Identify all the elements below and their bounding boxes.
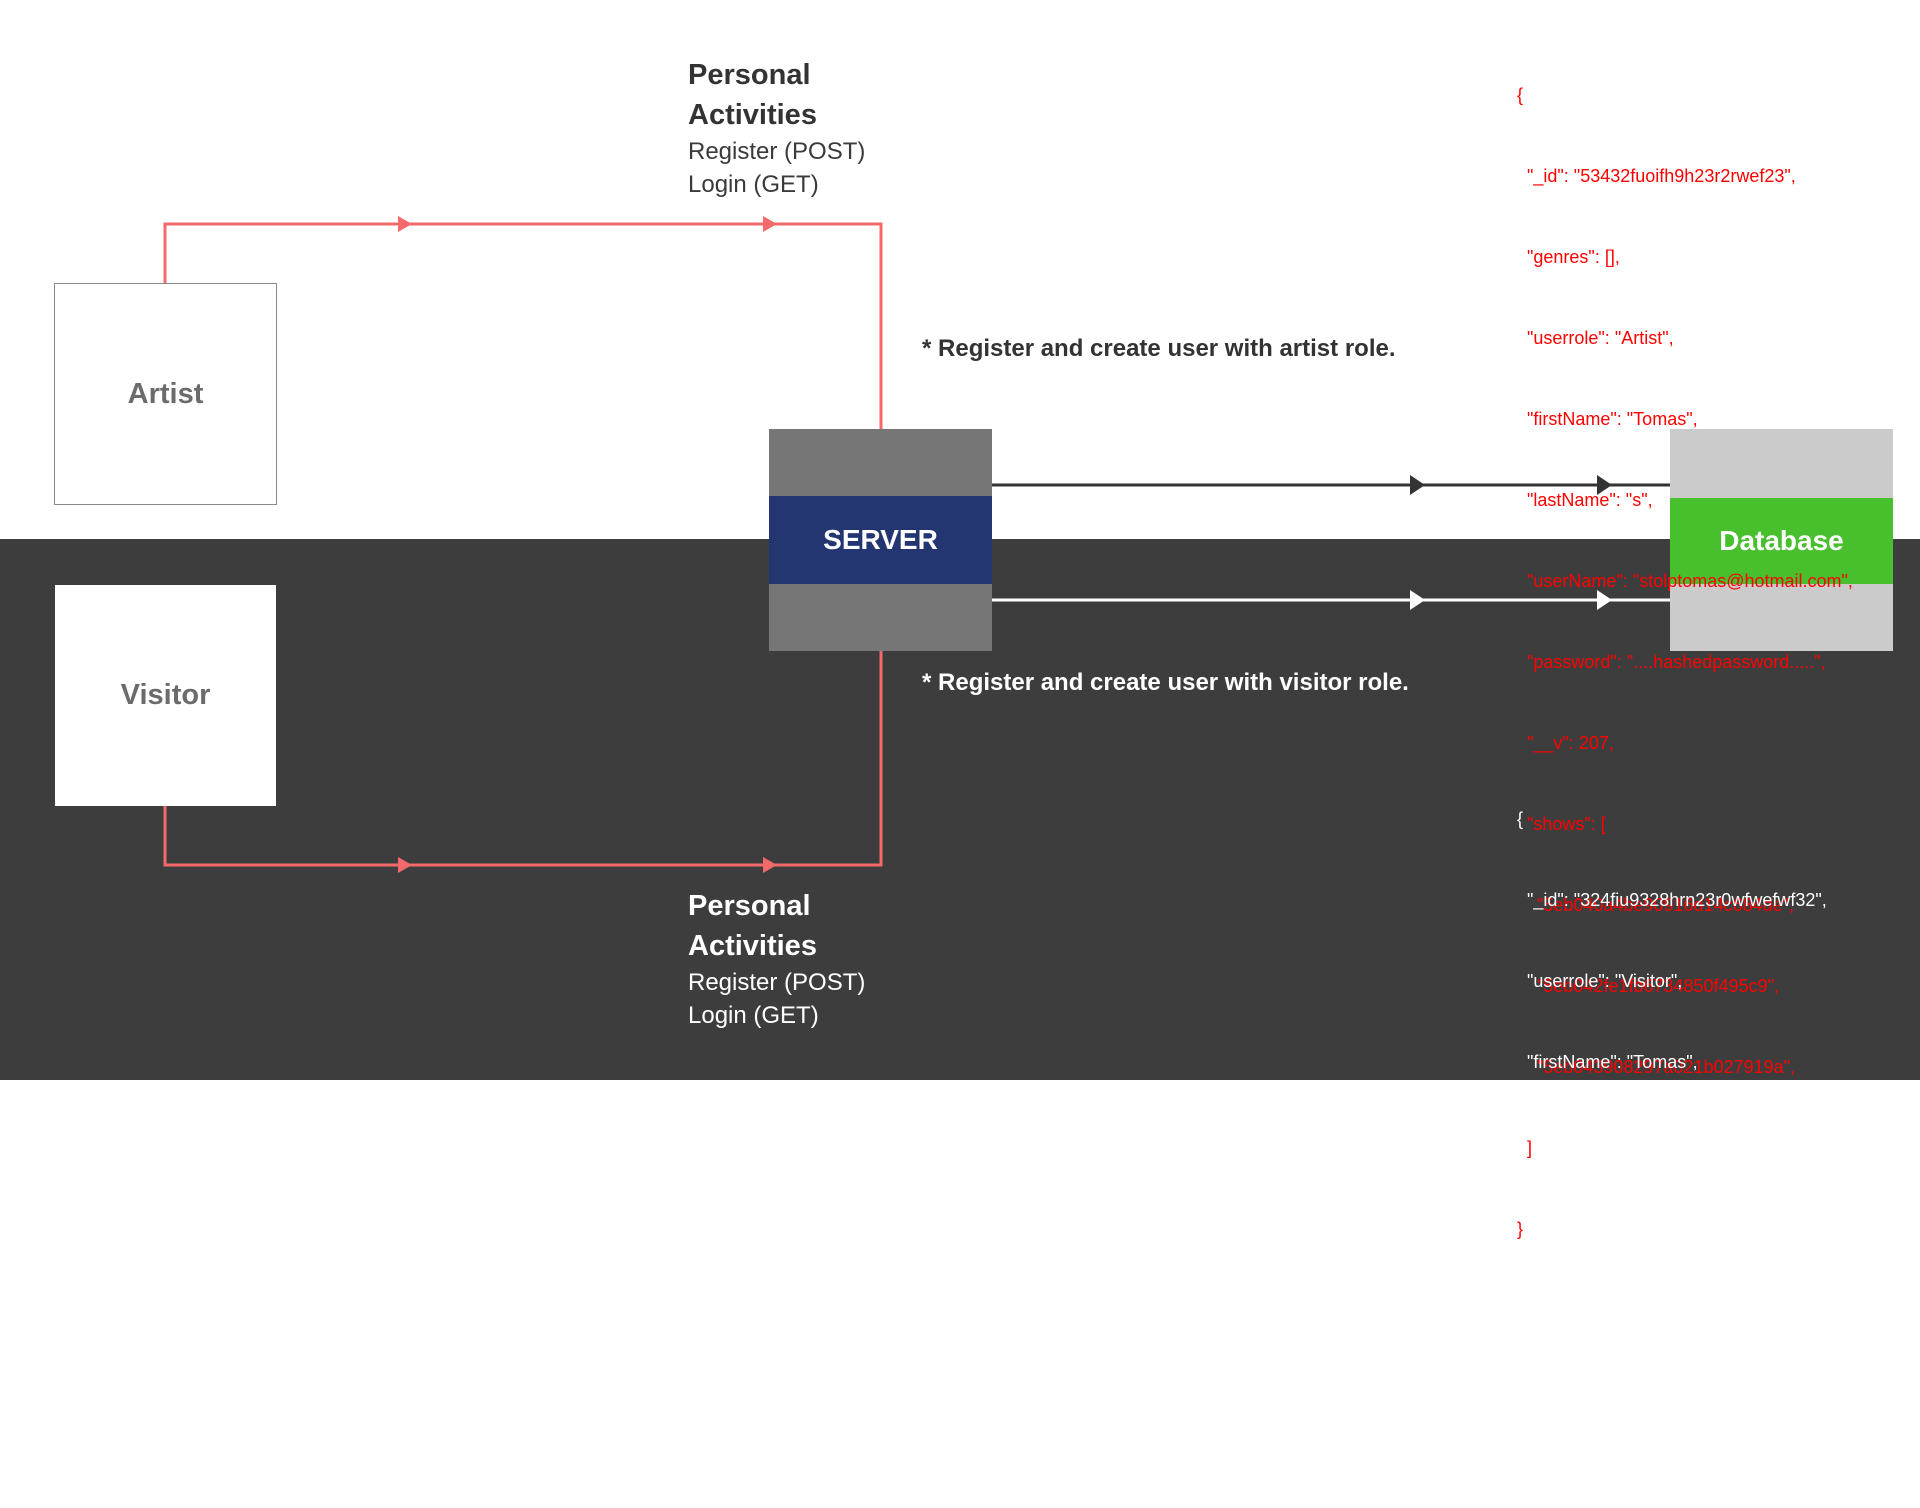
visitor-json-document: { "_id": "324fiu9328hrn23r0wfwefwf32", "… <box>1517 752 1827 1508</box>
server-node: SERVER <box>769 429 992 651</box>
json-line: "userrole": "Artist", <box>1517 328 1674 348</box>
json-line: "userName": "stolptomas@hotmail.com", <box>1517 571 1853 591</box>
activity-register: Register (POST) <box>688 138 866 165</box>
json-line: "5eb042fe1fb6734850f495c9", <box>1517 976 1780 996</box>
artist-to-server-line <box>163 222 883 429</box>
json-line: "firstName": "Tomas", <box>1517 1052 1698 1072</box>
json-line: "userrole": "Visitor", <box>1517 971 1683 991</box>
arrow-head <box>763 216 777 232</box>
json-line: "5eb043908297a021b027919a", <box>1517 1057 1796 1077</box>
visitor-box: Visitor <box>55 585 276 806</box>
artist-json-document: { "_id": "53432fuoifh9h23r2rwef23", "gen… <box>1517 28 1853 1270</box>
json-line: { <box>1517 85 1524 105</box>
database-label: Database <box>1670 498 1893 584</box>
artist-activities: Personal Activities Register (POST) Logi… <box>688 55 865 201</box>
activity-login: Login (GET) <box>688 171 819 198</box>
arrow-head <box>1597 475 1612 495</box>
json-line: "lastName": "S", <box>1517 1133 1656 1153</box>
json-line: "_id": "53432fuoifh9h23r2rwef23", <box>1517 166 1796 186</box>
json-line: "genres": [], <box>1517 247 1620 267</box>
activities-title-line2: Activities <box>688 99 817 131</box>
activity-login: Login (GET) <box>688 1002 819 1029</box>
visitor-to-server-line <box>163 651 883 867</box>
arrow-head <box>398 216 412 232</box>
arrow-head <box>1410 475 1425 495</box>
artist-box: Artist <box>54 283 277 505</box>
json-line: "password": "....hashedpassword.....", <box>1517 652 1826 672</box>
json-line: "password": "....hashedpassword.....", <box>1517 1295 1826 1315</box>
json-line: } <box>1517 1457 1524 1477</box>
json-line: "firstName": "Tomas", <box>1517 409 1698 429</box>
connector-lines <box>163 216 1670 873</box>
activities-title-line1: Personal <box>688 59 811 91</box>
arrow-head <box>398 857 412 873</box>
json-line: "5eb040a4be90916d14c684de", <box>1517 895 1795 915</box>
arrow-head <box>1597 590 1612 610</box>
json-line: { <box>1517 809 1524 829</box>
database-node: Database <box>1670 429 1893 651</box>
visitor-role-note: * Register and create user with visitor … <box>922 669 1409 696</box>
json-line: "lastName": "s", <box>1517 490 1653 510</box>
server-label: SERVER <box>769 496 992 584</box>
json-line: "userName": "test@visitor", <box>1517 1214 1745 1234</box>
visitor-label: Visitor <box>120 679 211 711</box>
json-line: "__v": 0 <box>1517 1376 1589 1396</box>
json-line: "shows": [ <box>1517 814 1606 834</box>
activity-register: Register (POST) <box>688 969 866 996</box>
activities-title-line2: Activities <box>688 930 817 962</box>
artist-label: Artist <box>127 377 204 410</box>
arrow-head <box>763 857 777 873</box>
visitor-activities: Personal Activities Register (POST) Logi… <box>688 886 865 1032</box>
activities-title-line1: Personal <box>688 890 811 922</box>
json-line: "_id": "324fiu9328hrn23r0wfwefwf32", <box>1517 890 1827 910</box>
json-line: "__v": 207, <box>1517 733 1614 753</box>
artist-role-note: * Register and create user with artist r… <box>922 335 1396 362</box>
arrow-head <box>1410 590 1425 610</box>
